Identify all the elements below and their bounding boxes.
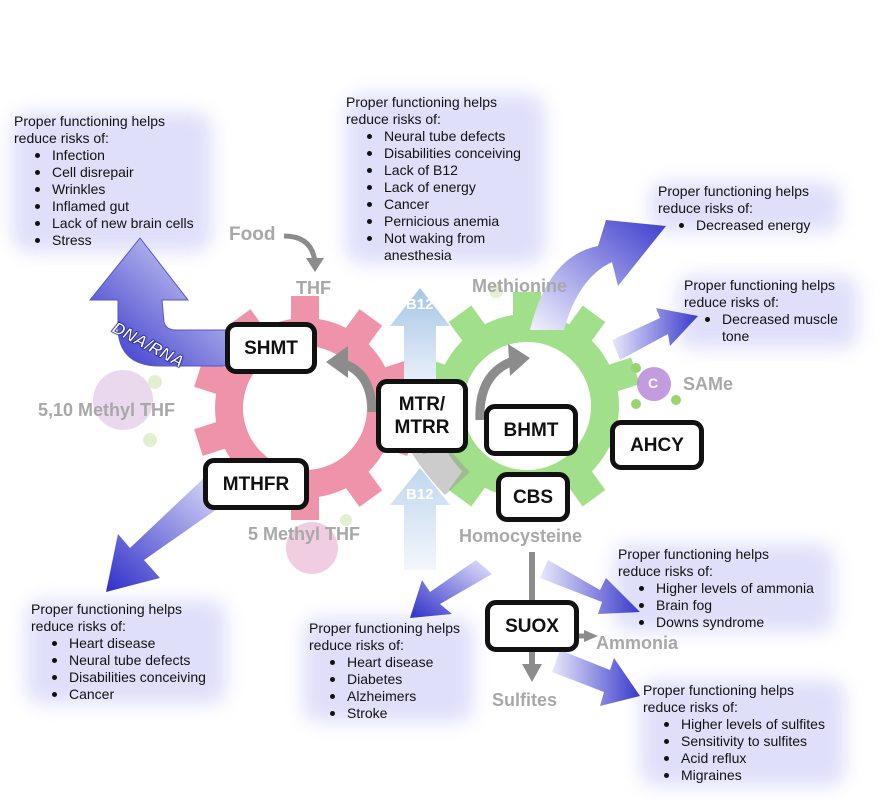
risk-list: Decreased energy	[658, 217, 810, 234]
molecule-decorations	[93, 284, 503, 574]
list-item: Downs syndrome	[639, 614, 814, 631]
risk-list: Infection Cell disrepair Wrinkles Inflam…	[14, 147, 194, 249]
label-carbon: C	[648, 375, 659, 391]
muscle-arrow	[612, 308, 698, 360]
note-heading: Proper functioning helps	[31, 601, 182, 617]
ammonia-arrow	[540, 560, 640, 614]
note-heading: Proper functioning helps	[618, 546, 769, 562]
list-item: Lack of energy	[367, 179, 521, 196]
note-homocysteine: Proper functioning helps reduce risks of…	[309, 620, 460, 722]
b12-arrows	[390, 288, 450, 570]
list-item: Cancer	[52, 686, 206, 703]
list-item: Brain fog	[639, 597, 814, 614]
list-item: Not waking from	[367, 230, 521, 247]
note-heading: reduce risks of:	[658, 200, 753, 216]
label-b12-top: B12	[406, 296, 434, 313]
list-item: Higher levels of ammonia	[639, 580, 814, 597]
list-item: Disabilities conceiving	[52, 669, 206, 686]
list-item: Diabetes	[330, 671, 460, 688]
list-item: Decreased muscle	[705, 311, 838, 328]
dna-rna-arrow	[88, 237, 233, 367]
label-methionine: Methionine	[472, 276, 567, 296]
list-item: Stress	[35, 232, 194, 249]
risk-list: Higher levels of ammonia Brain fog Downs…	[618, 580, 814, 631]
note-mtr: Proper functioning helps reduce risks of…	[346, 94, 521, 264]
enzyme-shmt: SHMT	[225, 322, 317, 374]
enzyme-mtr-mtrr: MTR/ MTRR	[376, 379, 468, 453]
enzyme-mtr-line2: MTRR	[394, 417, 450, 438]
note-heading: reduce risks of:	[31, 618, 126, 634]
note-muscle: Proper functioning helps reduce risks of…	[684, 277, 838, 345]
label-b12-bottom: B12	[406, 486, 434, 503]
risk-list: Decreased muscle tone	[684, 311, 838, 345]
enzyme-cbs: CBS	[496, 472, 570, 522]
list-item: Neural tube defects	[52, 652, 206, 669]
list-item: Cell disrepair	[35, 164, 194, 181]
note-heading: reduce risks of:	[618, 563, 713, 579]
label-thf: THF	[296, 278, 331, 298]
enzyme-suox: SUOX	[485, 600, 579, 652]
risk-list: Heart disease Diabetes Alzheimers Stroke	[309, 654, 460, 722]
list-item: Infection	[35, 147, 194, 164]
list-item: Inflamed gut	[35, 198, 194, 215]
label-ammonia: Ammonia	[596, 633, 679, 653]
note-heading: reduce risks of:	[684, 294, 779, 310]
note-shmt: Proper functioning helps reduce risks of…	[14, 113, 194, 249]
sulfites-blue-arrow	[552, 650, 640, 706]
list-item: Acid reflux	[664, 750, 825, 767]
enzyme-bhmt: BHMT	[484, 404, 578, 456]
risk-list: Neural tube defects Disabilities conceiv…	[346, 128, 521, 264]
homocysteine-arrow	[410, 560, 492, 618]
note-heading: reduce risks of:	[309, 637, 404, 653]
list-item: Wrinkles	[35, 181, 194, 198]
list-item: Pernicious anemia	[367, 213, 521, 230]
list-item-continued: anesthesia	[384, 247, 452, 263]
cycle-arrowheads	[326, 344, 530, 378]
label-5-methyl-thf: 5 Methyl THF	[248, 524, 361, 544]
list-item: Decreased energy	[679, 217, 810, 234]
list-item: Heart disease	[330, 654, 460, 671]
note-heading: reduce risks of:	[14, 130, 109, 146]
energy-arrow	[530, 220, 666, 330]
list-item: Lack of B12	[367, 162, 521, 179]
note-mthfr: Proper functioning helps reduce risks of…	[31, 601, 206, 703]
list-item: Disabilities conceiving	[367, 145, 521, 162]
note-energy: Proper functioning helps reduce risks of…	[658, 183, 810, 234]
list-item: Alzheimers	[330, 688, 460, 705]
enzyme-ahcy: AHCY	[610, 420, 704, 470]
list-item: Stroke	[330, 705, 460, 722]
enzyme-mthfr: MTHFR	[203, 458, 309, 510]
list-item: Lack of new brain cells	[35, 215, 194, 232]
list-item: Migraines	[664, 767, 825, 784]
note-heading: Proper functioning helps	[684, 277, 835, 293]
list-item: Sensitivity to sulfites	[664, 733, 825, 750]
note-ammonia: Proper functioning helps reduce risks of…	[618, 546, 814, 631]
label-homocysteine: Homocysteine	[459, 526, 583, 546]
risk-list: Higher levels of sulfites Sensitivity to…	[643, 716, 825, 784]
label-same: SAMe	[683, 374, 734, 394]
enzyme-mtr-line1: MTR/	[398, 394, 446, 415]
mthfr-arrow	[106, 476, 230, 592]
label-5-10-methyl-thf: 5,10 Methyl THF	[38, 400, 176, 420]
list-item: Neural tube defects	[367, 128, 521, 145]
food-arrow	[283, 233, 318, 263]
list-item: Heart disease	[52, 635, 206, 652]
note-heading: reduce risks of:	[346, 111, 441, 127]
same-molecule	[631, 363, 681, 409]
label-sulfites: Sulfites	[492, 690, 558, 710]
list-item-continued: tone	[722, 328, 750, 344]
note-sulfites: Proper functioning helps reduce risks of…	[643, 682, 825, 784]
note-heading: Proper functioning helps	[346, 94, 497, 110]
note-heading: reduce risks of:	[643, 699, 738, 715]
label-food: Food	[229, 224, 276, 245]
list-item: Higher levels of sulfites	[664, 716, 825, 733]
note-heading: Proper functioning helps	[14, 113, 165, 129]
note-heading: Proper functioning helps	[658, 183, 809, 199]
list-item: Cancer	[367, 196, 521, 213]
note-heading: Proper functioning helps	[309, 620, 460, 636]
risk-list: Heart disease Neural tube defects Disabi…	[31, 635, 206, 703]
note-glows	[12, 94, 858, 786]
note-heading: Proper functioning helps	[643, 682, 794, 698]
